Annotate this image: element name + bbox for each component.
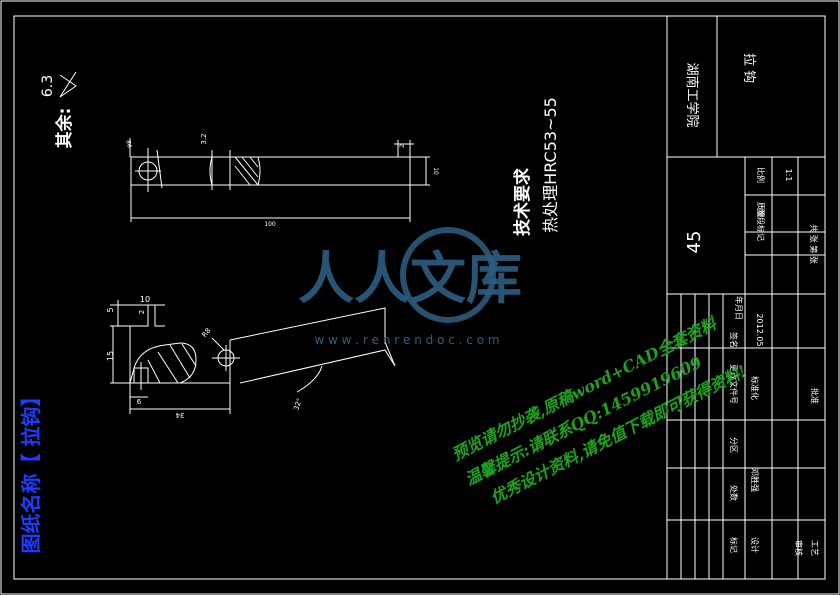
rev-col-zone: 分区 — [729, 437, 738, 453]
row-standard: 标准化 — [750, 376, 760, 400]
rev-date: 2012.05 — [755, 313, 764, 346]
front-view — [110, 300, 396, 414]
rev-col-mark: 标记 — [729, 537, 739, 553]
watermark-logo: 人人文库 — [298, 227, 522, 323]
tech-req-line: 热处理HRC53~55 — [541, 97, 560, 233]
dim-r8: R8 — [200, 327, 212, 339]
roughness-label: 其余: — [54, 108, 75, 149]
roughness-value: 6.3 — [40, 75, 56, 97]
title-block — [666, 16, 825, 579]
dim-height-10: 10 — [432, 167, 439, 175]
header-scale: 比例 — [756, 167, 766, 183]
roughness-3-2: 3.2 — [200, 133, 208, 144]
dim-6: 6 — [137, 398, 142, 406]
dim-angle-32: 32° — [292, 397, 304, 411]
rev-col-date: 年月日 — [734, 296, 744, 320]
tech-req-title: 技术要求 — [512, 168, 533, 236]
watermark-line2: 温馨提示:请联系QQ:1459919609 — [462, 353, 705, 489]
dim-2: 2 — [399, 144, 406, 148]
part-name: 拉 钩 — [741, 53, 756, 83]
top-view — [129, 138, 430, 222]
material: 45 — [684, 231, 705, 254]
dim-15: 15 — [106, 351, 115, 361]
dim-34: 34 — [175, 411, 184, 419]
rev-col-sign: 签名 — [729, 332, 739, 348]
row-design: 设计 — [750, 537, 760, 553]
dim-length-100: 100 — [264, 221, 276, 228]
drawing-title: 图纸名称【 拉钩】 — [19, 387, 43, 554]
rev-col-count: 处数 — [729, 485, 739, 501]
row-review: 审核 — [794, 540, 804, 556]
row-approve: 批准 — [810, 388, 820, 404]
watermark-url: w w w . r e n r e n d o c . c o m — [314, 333, 499, 347]
dim-10: 10 — [140, 295, 150, 304]
logo-text: 人人文库 — [298, 247, 522, 312]
dim-front-2: 2 — [138, 310, 146, 314]
watermark-line3: 优秀设计资料,请免值下载即可获得资料! — [487, 361, 749, 507]
dim-phi8: φ8 — [126, 140, 133, 148]
sheet-count: 共 张 第 张 — [809, 224, 819, 264]
row-process: 工艺 — [810, 540, 819, 556]
scale-value: 1:1 — [784, 169, 793, 182]
rev-col-file: 更改文件号 — [729, 364, 739, 404]
designer-name: 邓胜强 — [750, 468, 760, 492]
header-stage: 阶段标记 — [756, 209, 766, 241]
roughness-symbol — [59, 71, 77, 98]
school-name: 湖南工学院 — [684, 62, 700, 127]
dim-5: 5 — [106, 307, 115, 312]
inner-frame — [13, 15, 826, 580]
header-mass: 质量 — [756, 202, 766, 218]
